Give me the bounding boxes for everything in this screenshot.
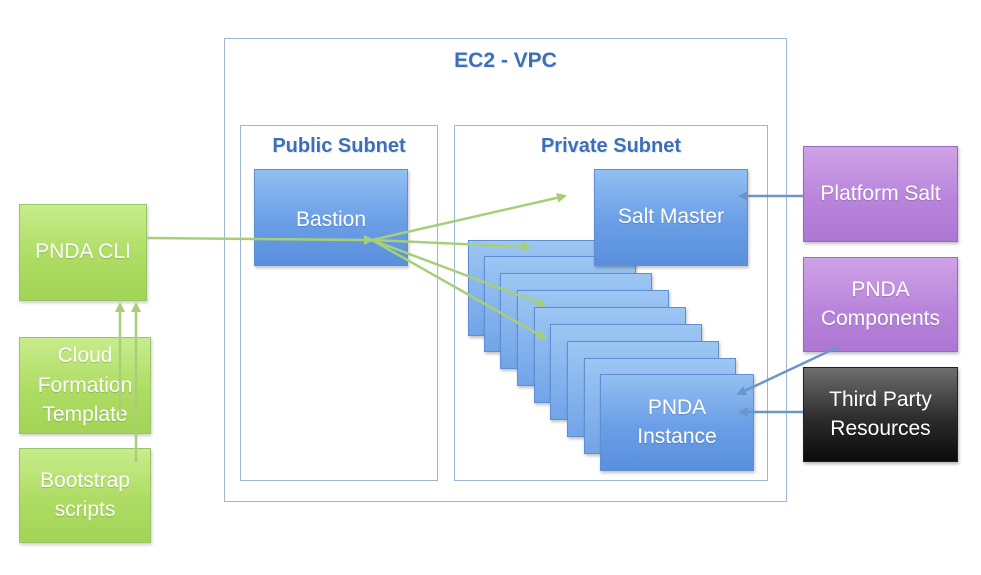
salt-master-box: Salt Master <box>594 169 748 266</box>
bastion-label: Bastion <box>295 208 367 231</box>
cloud-formation-box: Cloud Formation Template <box>19 337 151 434</box>
pnda-instance-box: PNDA Instance <box>600 374 754 471</box>
arrow-bastion-to-instance-3 <box>371 238 547 340</box>
pnda-components-label: PNDA Components <box>820 278 941 330</box>
vpc-title: EC2 - VPC <box>454 49 557 72</box>
third-party-label: Third Party Resources <box>829 388 932 440</box>
arrow-components-to-instance <box>736 344 841 396</box>
pnda-instance-label: PNDA Instance <box>637 396 717 448</box>
public-subnet-frame: Public Subnet <box>240 125 438 481</box>
arrow-bastion-to-salt-master <box>371 192 567 242</box>
platform-salt-box: Platform Salt <box>803 146 958 242</box>
bootstrap-label: Bootstrap scripts <box>40 469 130 521</box>
arrow-bastion-to-instance-1 <box>371 238 532 252</box>
pnda-cli-label: PNDA CLI <box>35 240 131 264</box>
arrow-bastion-to-instance-2 <box>371 238 547 307</box>
private-subnet-title: Private Subnet <box>540 135 682 157</box>
salt-master-label: Salt Master <box>617 205 725 229</box>
private-subnet-frame: Private Subnet <box>454 125 768 481</box>
vpc-frame: EC2 - VPC <box>224 38 787 502</box>
cloud-formation-label: Cloud Formation Template <box>37 344 133 427</box>
third-party-box: Third Party Resources <box>803 367 958 462</box>
bastion-box: Bastion <box>254 169 408 266</box>
arrow-cli-to-bastion <box>146 234 374 245</box>
public-subnet-title: Public Subnet <box>272 135 406 157</box>
pnda-cli-box: PNDA CLI <box>19 204 147 301</box>
bootstrap-box: Bootstrap scripts <box>19 448 151 543</box>
pnda-components-box: PNDA Components <box>803 257 958 352</box>
platform-salt-label: Platform Salt <box>820 181 941 205</box>
